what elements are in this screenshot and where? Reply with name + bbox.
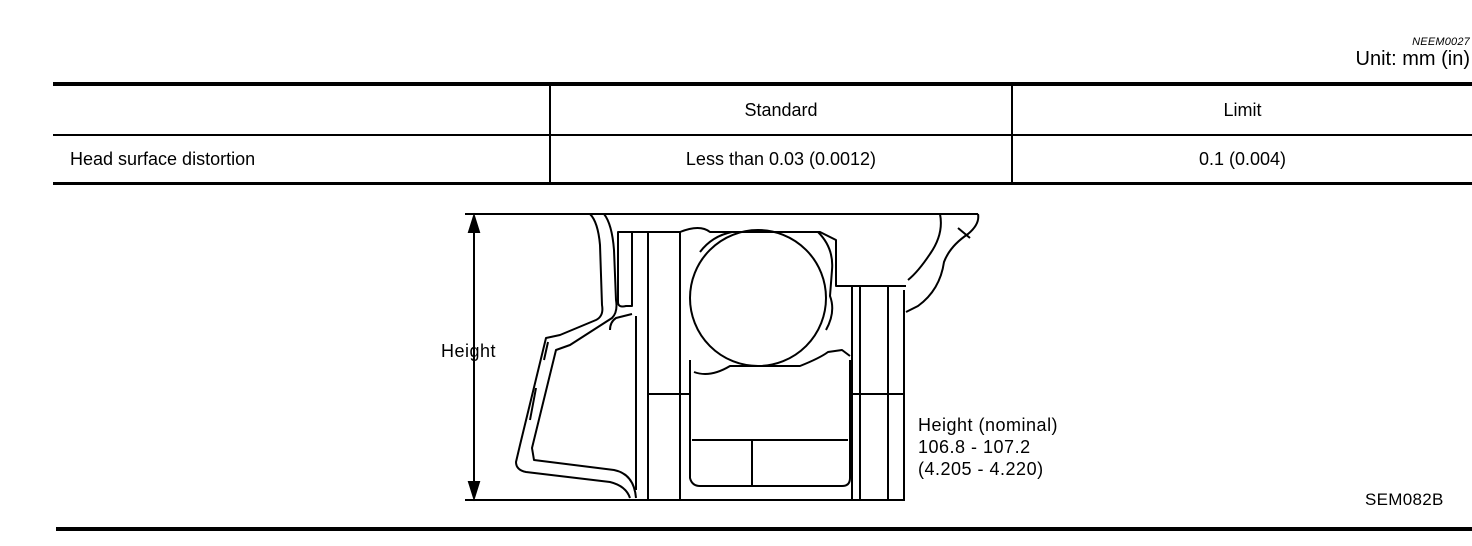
height-label: Height [441,341,497,361]
cylinder-head-section [465,213,980,501]
document-code: NEEM0027 [1412,36,1470,48]
table-header-row: Standard Limit [53,84,1472,136]
table-row: Head surface distortion Less than 0.03 (… [53,135,1472,184]
cell-standard: Less than 0.03 (0.0012) [549,135,1012,184]
header-limit: Limit [1011,84,1472,136]
cell-limit: 0.1 (0.004) [1011,135,1472,184]
nominal-height-callout: Height (nominal) 106.8 - 107.2 (4.205 - … [918,414,1058,480]
cell-item: Head surface distortion [70,148,256,169]
unit-label: Unit: mm (in) [1355,48,1470,70]
nominal-height-title: Height (nominal) [918,415,1059,435]
header-standard: Standard [549,84,1012,136]
nominal-height-in: (4.205 - 4.220) [918,459,1044,479]
header-item [53,84,550,136]
height-dimension-arrow [467,212,481,502]
bottom-rule [56,527,1472,531]
figure-code: SEM082B [1365,490,1444,509]
spec-table: Standard Limit Head surface distortion L… [53,82,1472,185]
nominal-height-mm: 106.8 - 107.2 [918,437,1031,457]
